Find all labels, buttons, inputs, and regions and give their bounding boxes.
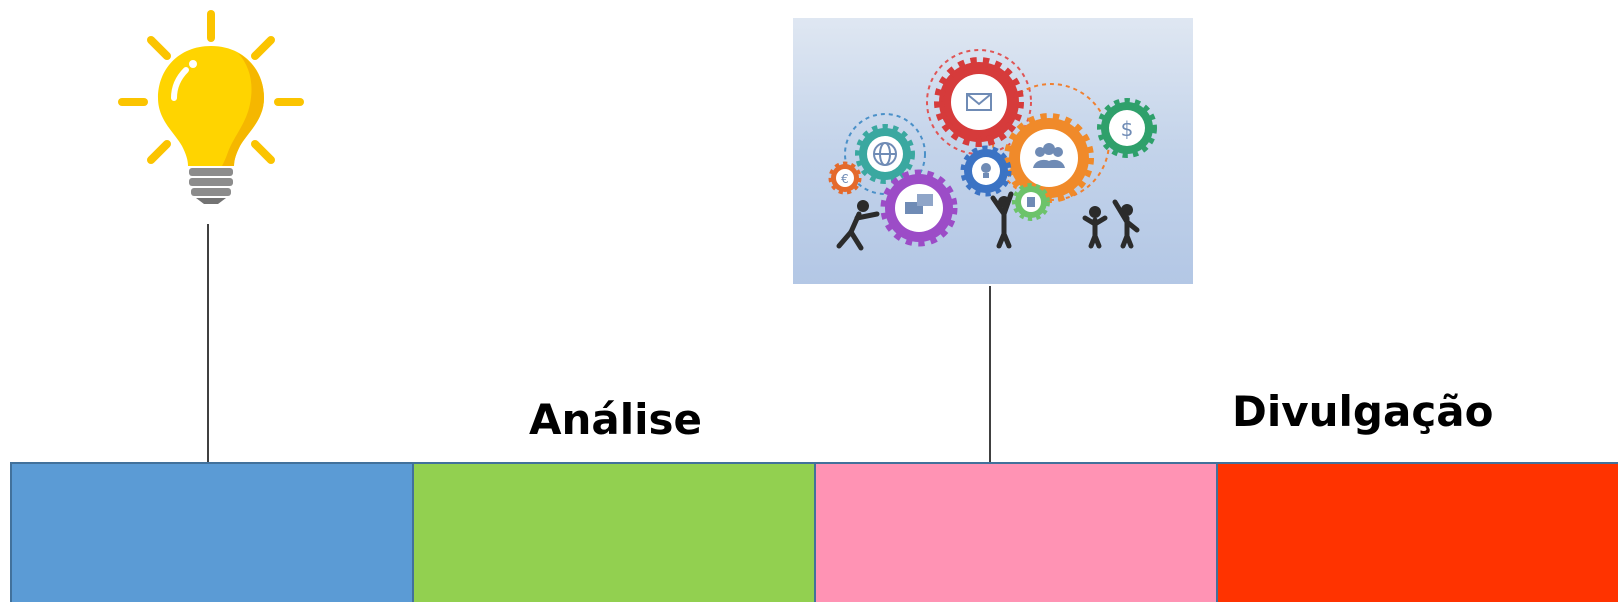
gears-teamwork-illustration: $ € xyxy=(793,18,1193,284)
timeline-bar xyxy=(10,462,1618,602)
timeline-segment-3 xyxy=(814,464,1216,602)
stage-label-analise: Análise xyxy=(529,395,703,444)
lightbulb-icon xyxy=(118,10,304,204)
svg-text:$: $ xyxy=(1121,117,1134,141)
timeline-segment-1 xyxy=(10,464,412,602)
svg-text:€: € xyxy=(841,172,849,186)
timeline-segment-4 xyxy=(1216,464,1618,602)
connector-line-right xyxy=(989,286,991,462)
timeline-segment-2 xyxy=(412,464,814,602)
connector-line-left xyxy=(207,224,209,462)
stage-label-divulgacao: Divulgação xyxy=(1232,387,1494,436)
